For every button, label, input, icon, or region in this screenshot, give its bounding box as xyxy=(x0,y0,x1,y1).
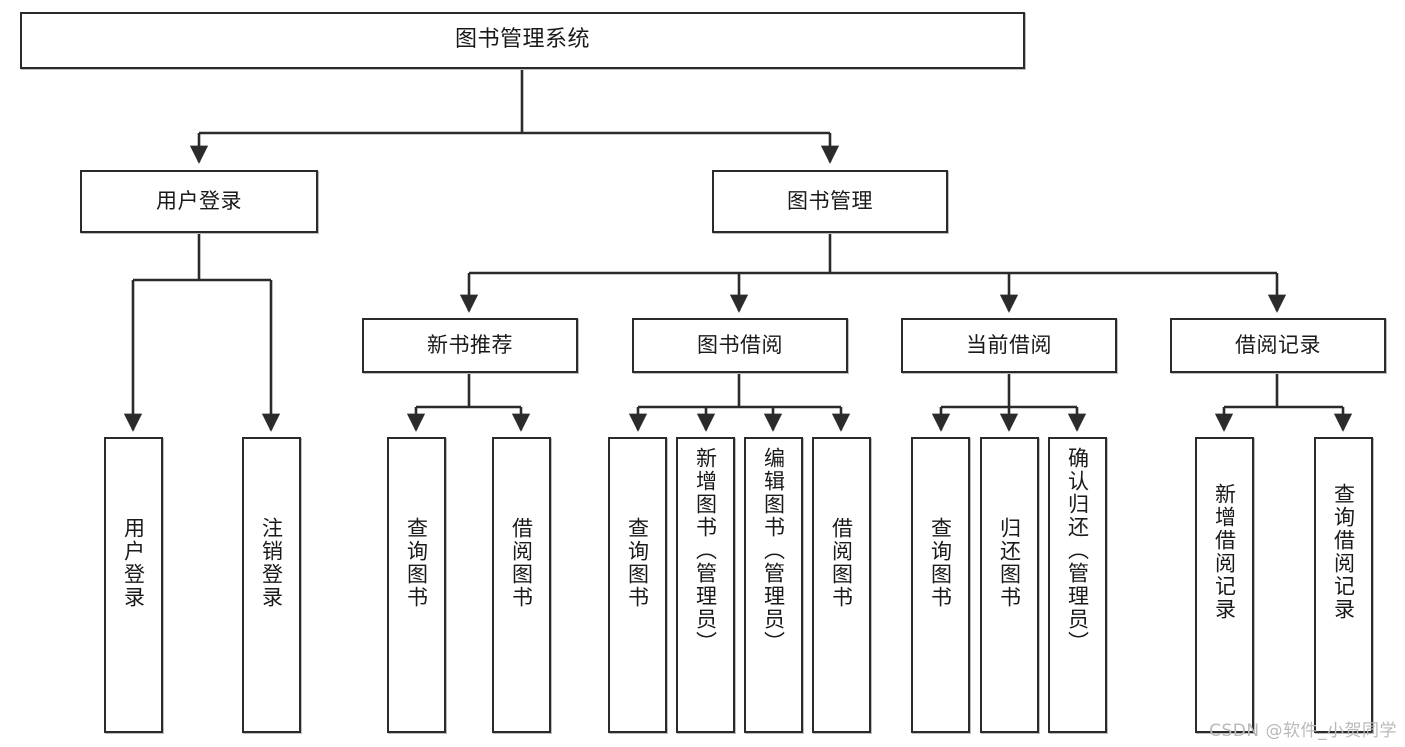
node-label: 借阅图书 xyxy=(829,517,854,609)
leaf-user-login[interactable]: 用户登录 xyxy=(104,437,163,733)
leaf-add-book-admin[interactable]: 新增图书（管理员） xyxy=(676,437,735,733)
node-label: 注销登录 xyxy=(259,517,284,609)
node-label: 图书管理 xyxy=(787,188,873,213)
leaf-query-book-borrow[interactable]: 查询图书 xyxy=(608,437,667,733)
node-current-borrow[interactable]: 当前借阅 xyxy=(901,318,1117,373)
node-label: 查询借阅记录 xyxy=(1331,483,1356,621)
node-label: 查询图书 xyxy=(404,517,429,609)
leaf-logout-login[interactable]: 注销登录 xyxy=(242,437,301,733)
node-label: 确认归还（管理员） xyxy=(1065,447,1090,654)
node-user-login[interactable]: 用户登录 xyxy=(80,170,318,233)
leaf-query-book-current[interactable]: 查询图书 xyxy=(911,437,970,733)
leaf-query-borrow-record[interactable]: 查询借阅记录 xyxy=(1314,437,1373,733)
node-label: 图书借阅 xyxy=(697,332,783,357)
node-label: 新增图书（管理员） xyxy=(693,447,718,654)
node-root-book-management-system[interactable]: 图书管理系统 xyxy=(20,12,1025,69)
leaf-borrow-book-recommend[interactable]: 借阅图书 xyxy=(492,437,551,733)
node-label: 用户登录 xyxy=(156,188,242,213)
leaf-return-book[interactable]: 归还图书 xyxy=(980,437,1039,733)
node-label: 新增借阅记录 xyxy=(1212,483,1237,621)
node-label: 当前借阅 xyxy=(966,332,1052,357)
node-label: 查询图书 xyxy=(928,517,953,609)
node-label: 借阅图书 xyxy=(509,517,534,609)
node-book-borrow[interactable]: 图书借阅 xyxy=(632,318,848,373)
node-label: 用户登录 xyxy=(121,517,146,609)
leaf-confirm-return-admin[interactable]: 确认归还（管理员） xyxy=(1048,437,1107,733)
node-label: 编辑图书（管理员） xyxy=(761,447,786,654)
node-label: 查询图书 xyxy=(625,517,650,609)
leaf-query-book-recommend[interactable]: 查询图书 xyxy=(387,437,446,733)
node-label: 借阅记录 xyxy=(1235,332,1321,357)
leaf-add-borrow-record[interactable]: 新增借阅记录 xyxy=(1195,437,1254,733)
leaf-borrow-book-borrow[interactable]: 借阅图书 xyxy=(812,437,871,733)
node-label: 归还图书 xyxy=(997,517,1022,609)
node-book-management[interactable]: 图书管理 xyxy=(712,170,948,233)
node-borrow-record[interactable]: 借阅记录 xyxy=(1170,318,1386,373)
csdn-watermark: CSDN @软件_小贺同学 xyxy=(1209,721,1397,741)
leaf-edit-book-admin[interactable]: 编辑图书（管理员） xyxy=(744,437,803,733)
node-label: 图书管理系统 xyxy=(454,27,590,53)
node-new-book-recommend[interactable]: 新书推荐 xyxy=(362,318,578,373)
node-label: 新书推荐 xyxy=(427,332,513,357)
